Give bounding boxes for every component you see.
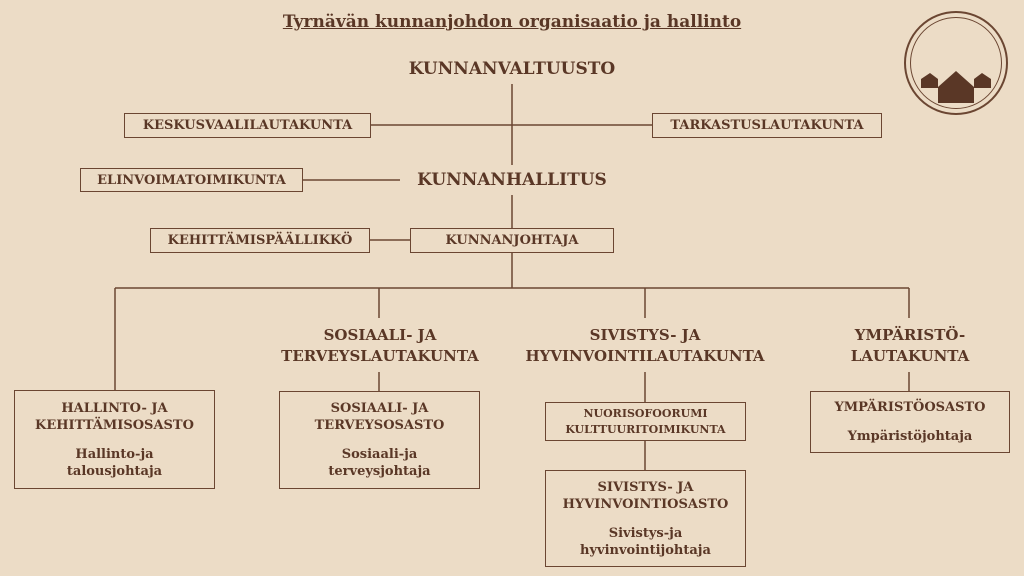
kunnanhallitus: KUNNANHALLITUS xyxy=(417,170,607,190)
kunnanvaltuusto: KUNNANVALTUUSTO xyxy=(408,59,616,79)
tarkastuslautakunta-box: TARKASTUSLAUTAKUNTA xyxy=(652,113,882,138)
board-ymparisto: YMPÄRISTÖ-LAUTAKUNTA xyxy=(850,326,970,365)
page-title: Tyrnävän kunnanjohdon organisaatio ja ha… xyxy=(282,12,742,32)
municipality-logo xyxy=(904,11,1008,115)
elinvoimatoimikunta-box: ELINVOIMATOIMIKUNTA xyxy=(80,168,303,192)
keskusvaalilautakunta-box: KESKUSVAALILAUTAKUNTA xyxy=(124,113,371,138)
kunnanjohtaja-box: KUNNANJOHTAJA xyxy=(410,228,614,253)
kehittamispaallikko-box: KEHITTÄMISPÄÄLLIKKÖ xyxy=(150,228,370,253)
house-icon xyxy=(921,71,991,103)
